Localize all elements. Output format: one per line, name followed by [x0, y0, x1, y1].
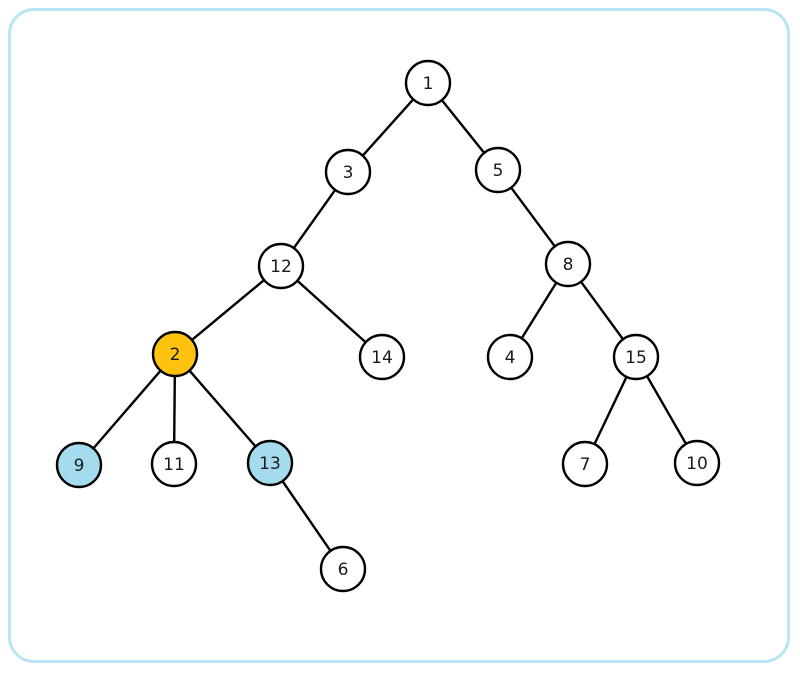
tree-node-12[interactable]: 12 — [257, 242, 305, 290]
tree-node-circle-15[interactable] — [612, 333, 660, 381]
tree-node-10[interactable]: 10 — [673, 439, 721, 487]
tree-node-circle-14[interactable] — [358, 333, 406, 381]
tree-node-circle-9[interactable] — [55, 441, 103, 489]
tree-node-label-11: 11 — [163, 455, 185, 475]
tree-node-label-14: 14 — [371, 348, 393, 368]
tree-edge-15-10 — [646, 375, 687, 445]
tree-node-5[interactable]: 5 — [474, 146, 522, 194]
tree-node-14[interactable]: 14 — [358, 333, 406, 381]
tree-edge-15-7 — [593, 376, 628, 445]
tree-node-label-7: 7 — [580, 455, 591, 475]
tree-node-label-1: 1 — [423, 74, 434, 94]
tree-edge-2-9 — [92, 370, 162, 449]
tree-node-8[interactable]: 8 — [544, 240, 592, 288]
tree-node-label-10: 10 — [686, 454, 708, 474]
tree-node-label-9: 9 — [74, 456, 85, 476]
tree-edge-3-12 — [293, 189, 336, 249]
tree-edge-1-5 — [441, 99, 485, 154]
tree-node-circle-1[interactable] — [404, 59, 452, 107]
tree-node-11[interactable]: 11 — [150, 440, 198, 488]
tree-edge-12-2 — [191, 279, 265, 341]
tree-node-label-5: 5 — [493, 161, 504, 181]
tree-node-circle-7[interactable] — [561, 440, 609, 488]
tree-node-label-2: 2 — [170, 345, 181, 365]
edges-layer — [92, 98, 687, 552]
tree-node-6[interactable]: 6 — [319, 545, 367, 593]
tree-node-2[interactable]: 2 — [151, 330, 199, 378]
tree-node-circle-3[interactable] — [324, 148, 372, 196]
tree-node-label-6: 6 — [338, 560, 349, 580]
tree-node-circle-13[interactable] — [246, 439, 294, 487]
tree-node-circle-6[interactable] — [319, 545, 367, 593]
tree-node-9[interactable]: 9 — [55, 441, 103, 489]
tree-node-circle-2[interactable] — [151, 330, 199, 378]
tree-edge-8-4 — [520, 282, 558, 339]
tree-node-label-3: 3 — [343, 163, 354, 183]
tree-node-label-8: 8 — [563, 255, 574, 275]
tree-edge-1-3 — [362, 98, 414, 157]
tree-edge-2-11 — [173, 375, 176, 443]
tree-edge-5-8 — [510, 187, 556, 247]
tree-node-circle-10[interactable] — [673, 439, 721, 487]
tree-edge-13-6 — [281, 480, 332, 552]
tree-edge-8-15 — [580, 281, 624, 340]
tree-node-circle-4[interactable] — [486, 333, 534, 381]
tree-edge-12-14 — [296, 280, 367, 343]
tree-node-1[interactable]: 1 — [404, 59, 452, 107]
tree-node-3[interactable]: 3 — [324, 148, 372, 196]
tree-edge-2-13 — [188, 370, 257, 447]
tree-node-label-15: 15 — [625, 348, 647, 368]
tree-node-label-12: 12 — [270, 257, 292, 277]
tree-node-label-4: 4 — [505, 348, 516, 368]
tree-node-7[interactable]: 7 — [561, 440, 609, 488]
tree-node-4[interactable]: 4 — [486, 333, 534, 381]
tree-node-circle-12[interactable] — [257, 242, 305, 290]
tree-node-circle-5[interactable] — [474, 146, 522, 194]
tree-node-13[interactable]: 13 — [246, 439, 294, 487]
tree-node-label-13: 13 — [259, 454, 281, 474]
tree-node-circle-11[interactable] — [150, 440, 198, 488]
tree-node-circle-8[interactable] — [544, 240, 592, 288]
tree-node-15[interactable]: 15 — [612, 333, 660, 381]
